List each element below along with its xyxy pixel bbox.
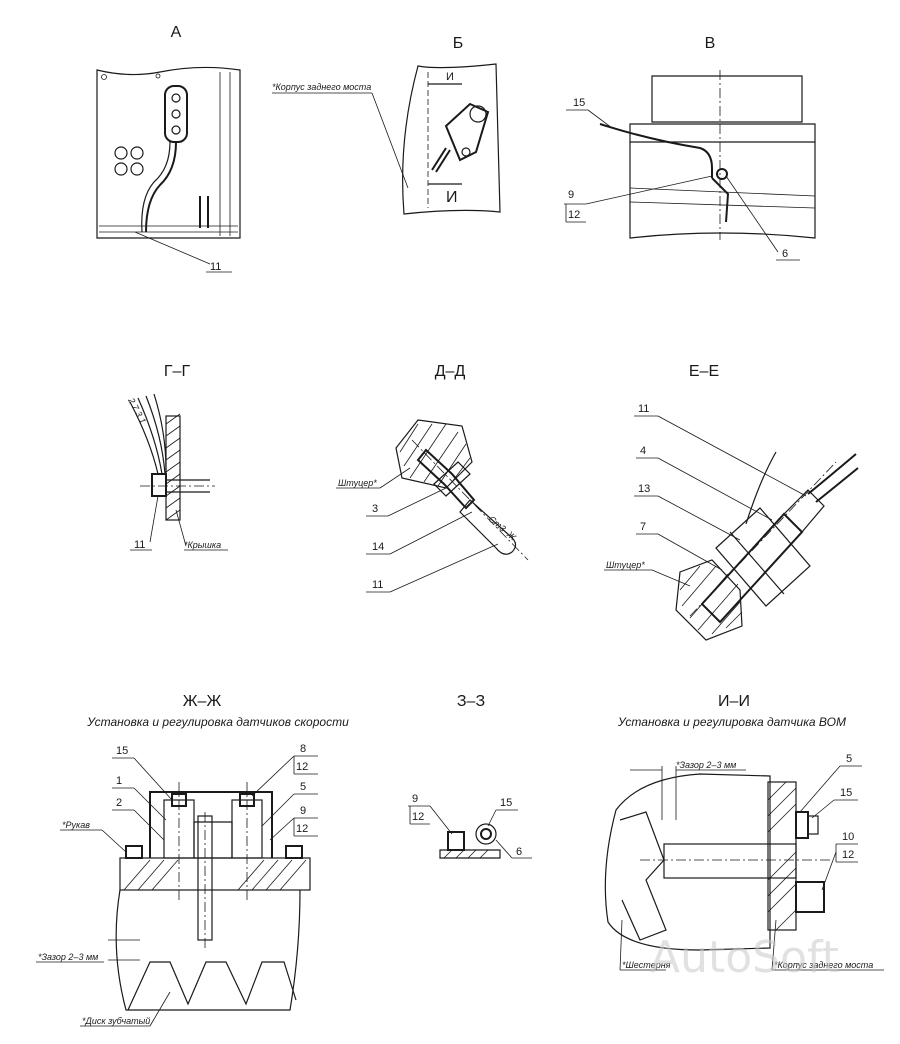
harness-cable xyxy=(145,141,177,233)
view-a: А 11 xyxy=(96,24,241,273)
label-gear: *Шестерня xyxy=(622,960,671,970)
view-zh-subtitle: Установка и регулировка датчиков скорост… xyxy=(86,715,349,729)
callout-d-14: 14 xyxy=(372,541,384,553)
label-rear-axle-body: *Корпус заднего моста xyxy=(272,82,371,92)
view-e-title: Е–Е xyxy=(689,363,719,380)
cut-mark-bottom: И xyxy=(446,189,458,206)
bolt-i xyxy=(795,881,825,913)
view-d-title: Д–Д xyxy=(435,363,466,380)
fitting-section xyxy=(395,419,473,489)
label-cover: *Крышка xyxy=(184,540,221,550)
callout-g-11: 11 xyxy=(134,539,145,551)
callout-i-5: 5 xyxy=(846,753,852,765)
sensor-body-e xyxy=(700,512,804,624)
view-zh-title: Ж–Ж xyxy=(183,693,222,710)
callout-e-4: 4 xyxy=(640,445,646,457)
flange-section xyxy=(119,857,311,891)
cable-clip-z xyxy=(475,823,497,845)
view-b-title: Б xyxy=(453,35,464,52)
cut-mark-top: И xyxy=(446,71,454,83)
callout-i-12: 12 xyxy=(842,849,854,861)
view-a-outline xyxy=(96,66,241,239)
watermark: AutoSoft xyxy=(650,932,839,983)
cover-section xyxy=(165,415,181,521)
callout-zh-9: 9 xyxy=(300,805,306,817)
sensor-body-d xyxy=(416,448,476,510)
view-v-title: В xyxy=(705,35,716,52)
housing-top xyxy=(651,75,803,123)
callout-v-6: 6 xyxy=(782,248,788,260)
callout-e-7: 7 xyxy=(640,521,646,533)
view-d: Д–Д Ст3–Ж Штуцер* 3 14 11 xyxy=(336,363,529,593)
nut-z xyxy=(447,831,465,851)
view-v: В 15 9 12 6 xyxy=(564,35,816,261)
sensor-cover-zh xyxy=(149,791,273,858)
callout-i-15: 15 xyxy=(840,787,852,799)
mount-nut xyxy=(716,168,728,180)
bracket-z xyxy=(439,849,501,859)
callout-z-12: 12 xyxy=(412,811,424,823)
locknut-i xyxy=(795,811,809,839)
view-b: Б *Корпус заднего моста И И xyxy=(272,35,501,215)
callout-zh-15: 15 xyxy=(116,745,128,757)
callout-d-3: 3 xyxy=(372,503,378,515)
view-a-title: А xyxy=(171,24,182,41)
housing-zh xyxy=(115,889,301,1011)
sensor-cable-v xyxy=(599,123,713,178)
callout-d-11: 11 xyxy=(372,579,383,591)
bolt-head xyxy=(151,473,167,497)
callout-a-11: 11 xyxy=(210,261,221,273)
view-i-subtitle: Установка и регулировка датчика ВОМ xyxy=(617,715,846,729)
view-i: И–И Установка и регулировка датчика ВОМ … xyxy=(604,693,884,971)
callout-zh-2: 2 xyxy=(116,797,122,809)
view-z-title: З–З xyxy=(457,693,485,710)
callout-zh-12b: 12 xyxy=(296,823,308,835)
callout-zh-5: 5 xyxy=(300,781,306,793)
callout-z-9: 9 xyxy=(412,793,418,805)
callout-zh-12a: 12 xyxy=(296,761,308,773)
label-rear-axle-body-i: *Корпус заднего моста xyxy=(774,960,873,970)
callout-e-13: 13 xyxy=(638,483,650,495)
label-fitting-d: Штуцер* xyxy=(338,478,377,488)
fitting-section-e xyxy=(675,559,743,641)
marking-st3: Ст3–Ж xyxy=(487,514,519,543)
view-g-title: Г–Г xyxy=(164,363,191,380)
label-fitting-e: Штуцер* xyxy=(606,560,645,570)
view-z: З–З 9 12 15 6 xyxy=(408,693,532,859)
view-g: Г–Г 2 7 3 1 11 *Крышка xyxy=(126,363,228,551)
label-disk: *Диск зубчатый xyxy=(82,1016,150,1026)
callout-z-6: 6 xyxy=(516,846,522,858)
wire-markings: 2 7 3 1 xyxy=(126,395,148,425)
callout-v-15: 15 xyxy=(573,97,585,109)
gear-housing-i xyxy=(604,773,771,951)
locknut-e xyxy=(715,507,811,607)
toothed-disk xyxy=(127,961,297,1011)
wire-1 xyxy=(129,401,159,475)
callout-i-10: 10 xyxy=(842,831,854,843)
callout-zh-8: 8 xyxy=(300,743,306,755)
view-e: Е–Е 11 4 13 7 Штуцер* xyxy=(604,363,859,641)
pto-sensor xyxy=(663,843,797,879)
gear-teeth-i xyxy=(619,811,667,941)
label-sleeve: *Рукав xyxy=(62,820,90,830)
callout-z-15: 15 xyxy=(500,797,512,809)
view-i-title: И–И xyxy=(718,693,750,710)
callout-v-9: 9 xyxy=(568,189,574,201)
view-zh: Ж–Ж Установка и регулировка датчиков ско… xyxy=(36,693,349,1027)
plug-holes xyxy=(114,146,144,176)
sensor-bracket xyxy=(444,102,490,162)
callout-v-12: 12 xyxy=(568,209,580,221)
sensor-tip-d xyxy=(459,499,517,555)
callout-zh-1: 1 xyxy=(116,775,122,787)
label-gap-i: *Зазор 2–3 мм xyxy=(676,760,736,770)
label-gap-zh: *Зазор 2–3 мм xyxy=(38,952,98,962)
callout-e-11: 11 xyxy=(638,403,649,415)
rear-axle-body xyxy=(402,63,501,215)
